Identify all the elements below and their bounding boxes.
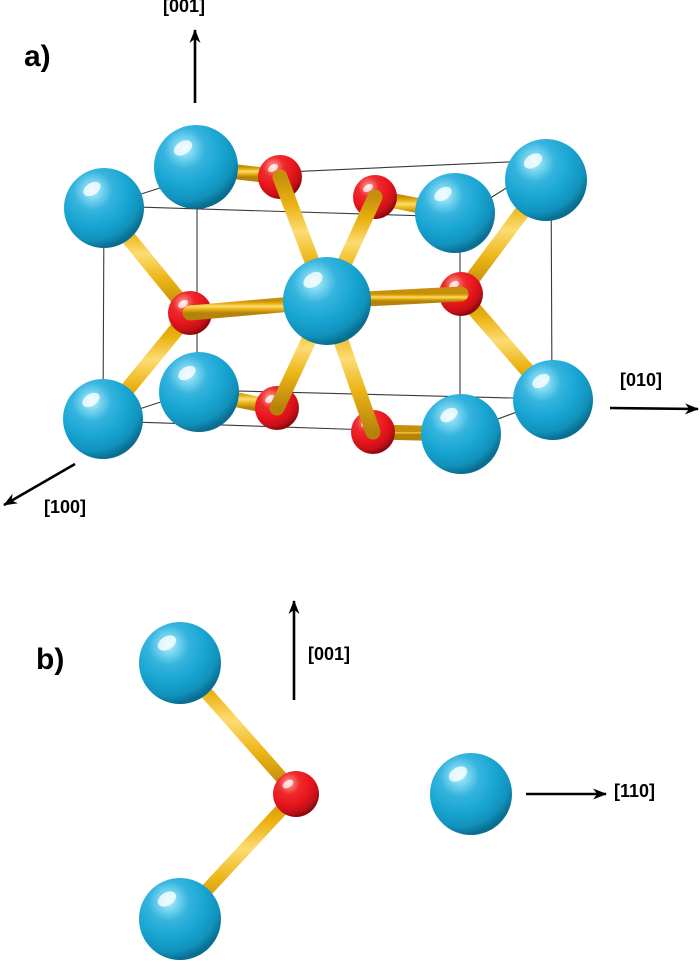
specular-highlight-group xyxy=(82,140,550,423)
panel-label-b: b) xyxy=(36,643,65,676)
axis-label-001-panel-a: [001] xyxy=(163,0,206,16)
cation-sphere xyxy=(513,360,593,440)
cation-sphere xyxy=(415,173,495,253)
cation-group-b xyxy=(139,622,512,960)
axis-arrow-group-b xyxy=(288,600,607,800)
axis-arrow-010 xyxy=(609,403,699,415)
specular-highlight-group xyxy=(157,635,468,907)
cation-center-group xyxy=(283,257,371,345)
anion-group-b xyxy=(273,771,319,817)
cation-sphere xyxy=(159,352,239,432)
axis-label-001-panel-b: [001] xyxy=(308,644,351,664)
panel-label-a: a) xyxy=(24,40,51,73)
cation-sphere xyxy=(430,753,512,835)
axis-label-110-panel-b: [110] xyxy=(614,781,656,801)
cation-sphere xyxy=(421,394,501,474)
cation-sphere-center xyxy=(283,257,371,345)
cell-edge-front-top xyxy=(103,205,461,218)
cation-group-back xyxy=(63,125,593,474)
panel-b-group xyxy=(139,600,607,960)
cation-sphere xyxy=(154,125,238,209)
axis-label-010-panel-a: [010] xyxy=(620,370,663,390)
axis-arrow-100 xyxy=(3,462,76,507)
cation-sphere xyxy=(139,878,221,960)
cell-edge-back-bottom xyxy=(196,389,553,400)
specular-highlight xyxy=(303,271,323,289)
axis-label-100-panel-a: [100] xyxy=(44,497,87,517)
cation-sphere xyxy=(139,622,221,704)
axis-arrow-group-a xyxy=(3,29,699,507)
cation-sphere xyxy=(505,139,587,221)
bond-group-b xyxy=(173,656,478,926)
cation-sphere xyxy=(63,379,143,459)
cation-sphere xyxy=(64,168,144,248)
panel-a-group xyxy=(3,29,699,507)
anion-sphere-center xyxy=(273,771,319,817)
specular-highlight xyxy=(282,779,294,789)
